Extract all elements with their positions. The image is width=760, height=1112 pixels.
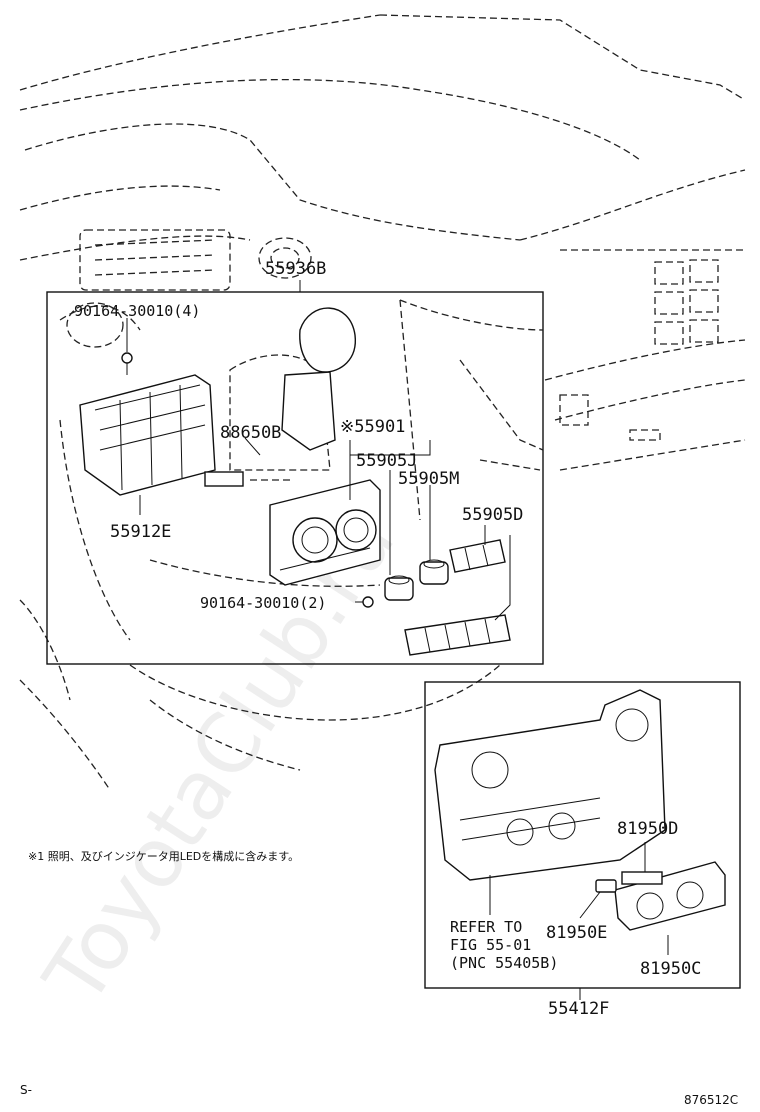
right-switch-panel	[559, 259, 719, 441]
lens-81950E	[595, 879, 617, 893]
switch-55905D	[449, 539, 506, 573]
label-55905M: 55905M	[398, 469, 459, 489]
gauge-cluster	[79, 229, 312, 291]
faceplate-81950C	[614, 861, 726, 931]
label-81950C: 81950C	[640, 959, 701, 979]
screw-icon	[121, 352, 374, 608]
panel-leader-lines	[489, 842, 669, 1000]
label-88650B: 88650B	[220, 423, 281, 443]
dashboard-outline	[19, 14, 746, 791]
detail-box-main	[46, 291, 544, 665]
label-55905D: 55905D	[462, 505, 523, 525]
leader-lines	[126, 280, 511, 621]
switch-strip	[404, 614, 511, 656]
climate-control-panel	[269, 479, 381, 586]
refer-line-1: REFER TO	[450, 918, 522, 936]
refer-line-3: (PNC 55405B)	[450, 954, 558, 972]
figure-id: 876512C	[684, 1093, 738, 1107]
connector	[204, 471, 244, 487]
bezel-55412F	[434, 689, 666, 881]
label-55912E: 55912E	[110, 522, 171, 542]
knob-55905J	[384, 575, 414, 601]
console-contours	[59, 299, 544, 641]
footnote: ※1 照明、及びインジケータ用LEDを構成に含みます。	[28, 849, 299, 863]
label-55905J: 55905J	[356, 451, 417, 471]
indicator-81950D	[621, 871, 663, 885]
detail-box-panel	[424, 681, 741, 989]
bracket-55912E	[79, 374, 216, 496]
knob-55905M	[419, 559, 449, 585]
corner-code-left: S-	[20, 1083, 32, 1097]
refer-line-2: FIG 55-01	[450, 936, 531, 954]
label-90164-30010-4: 90164-30010(4)	[74, 302, 200, 320]
shift-lever	[281, 307, 356, 451]
label-81950D: 81950D	[617, 819, 678, 839]
label-55901: ※55901	[340, 417, 405, 437]
label-55412F: 55412F	[548, 999, 609, 1019]
label-90164-30010-2: 90164-30010(2)	[200, 594, 326, 612]
label-55936B: 55936B	[265, 259, 326, 279]
label-81950E: 81950E	[546, 923, 607, 943]
